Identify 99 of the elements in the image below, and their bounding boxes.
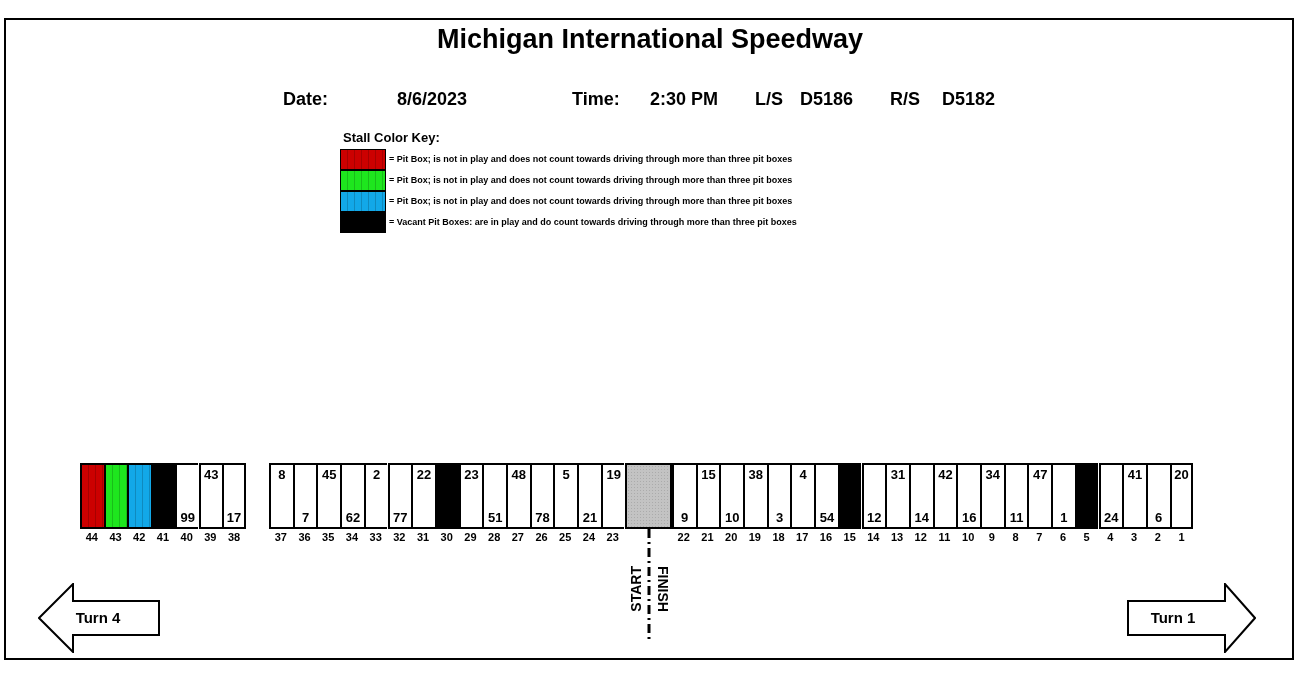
car-number: 45: [322, 468, 337, 481]
time-value: 2:30 PM: [650, 90, 719, 108]
car-number: 10: [724, 511, 740, 524]
start-label: START: [629, 566, 643, 612]
field-label: Time:: [572, 90, 620, 108]
stall-number: 42: [133, 532, 146, 543]
car-number: 34: [985, 468, 1001, 481]
car-number: 77: [393, 511, 408, 524]
car-number: 54: [819, 511, 835, 524]
stall-number: 29: [464, 532, 477, 543]
field-value: D5186: [800, 90, 854, 108]
car-number: 41: [1127, 468, 1143, 481]
stall-number: 34: [345, 532, 359, 543]
stall-number: 27: [511, 532, 524, 543]
stall-number: 43: [109, 532, 122, 543]
car-number: 24: [1104, 511, 1119, 524]
stall-number: 9: [988, 532, 995, 543]
stall-number: 32: [393, 532, 406, 543]
car-number: 14: [914, 511, 929, 524]
car-number: 21: [582, 511, 598, 524]
stall-number: 41: [156, 532, 170, 543]
turn-label: Turn 4: [75, 610, 121, 625]
legend-text: = Vacant Pit Boxes: are in play and do count towards driving through more than three pit boxes: [389, 218, 797, 227]
car-number: 17: [226, 511, 242, 524]
car-number: 12: [867, 511, 882, 524]
car-number: 42: [938, 468, 953, 481]
stall-number: 23: [606, 532, 619, 543]
stall-number: 35: [322, 532, 335, 543]
car-number: 48: [511, 468, 527, 481]
stall-number: 6: [1059, 532, 1066, 543]
legend-text: = Pit Box; is not in play and does not count towards driving through more than three pit boxes: [389, 197, 793, 206]
stall-number: 12: [914, 532, 927, 543]
stall-number: 14: [867, 532, 880, 543]
car-number: 31: [890, 468, 906, 481]
stall-number: 5: [1083, 532, 1090, 543]
stall-number: 25: [559, 532, 572, 543]
stall-number: 10: [962, 532, 975, 543]
car-number: 2: [373, 468, 381, 481]
stall-number: 13: [890, 532, 904, 543]
stall-number: 11: [938, 532, 951, 543]
turn-label: Turn 1: [1150, 610, 1196, 625]
stall-number: 8: [1012, 532, 1019, 543]
field-label: R/S: [890, 90, 920, 108]
stall-number: 18: [772, 532, 785, 543]
stall-number: 44: [85, 532, 98, 543]
car-number: 11: [1009, 511, 1024, 524]
car-number: 16: [961, 511, 977, 524]
stall-number: 17: [796, 532, 809, 543]
stall-number: 1: [1178, 532, 1185, 543]
car-number: 19: [606, 468, 621, 481]
stall-number: 33: [369, 532, 382, 543]
car-number: 43: [204, 468, 219, 481]
car-number: 1: [1060, 511, 1068, 524]
car-number: 23: [464, 468, 479, 481]
car-number: 9: [681, 511, 689, 524]
stall-number: 19: [748, 532, 761, 543]
legend-text: = Pit Box; is not in play and does not count towards driving through more than three pit boxes: [389, 155, 793, 164]
stall-number: 26: [535, 532, 548, 543]
stall-number: 7: [1036, 532, 1043, 543]
stall-number: 2: [1154, 532, 1161, 543]
legend-text: = Pit Box; is not in play and does not count towards driving through more than three pit boxes: [389, 176, 793, 185]
car-number: 7: [301, 511, 310, 524]
stall-number: 40: [180, 532, 193, 543]
field-label: Date:: [283, 90, 328, 108]
car-number: 47: [1033, 468, 1048, 481]
car-number: 22: [416, 468, 432, 481]
title: Michigan International Speedway: [436, 26, 864, 53]
stall-number: 4: [1107, 532, 1114, 543]
stall-number: 3: [1130, 532, 1138, 543]
stall-number: 37: [274, 532, 287, 543]
stall-number: 36: [298, 532, 311, 543]
stall-number: 38: [227, 532, 241, 543]
car-number: 4: [799, 468, 807, 481]
stall-number: 21: [701, 532, 714, 543]
car-number: 78: [535, 511, 550, 524]
field-label: L/S: [755, 90, 783, 108]
legend-heading: Stall Color Key:: [343, 131, 440, 144]
stall-number: 20: [725, 532, 738, 543]
stall-number: 30: [440, 532, 453, 543]
stall-number: 39: [204, 532, 217, 543]
car-number: 62: [345, 511, 361, 524]
finish-label: FINISH: [656, 566, 670, 612]
stall-number: 15: [843, 532, 856, 543]
car-number: 15: [701, 468, 716, 481]
field-value: D5182: [942, 90, 996, 108]
car-number: 6: [1155, 511, 1163, 524]
car-number: 3: [775, 511, 784, 524]
car-number: 8: [278, 468, 286, 481]
car-number: 38: [748, 468, 764, 481]
date-value: 8/6/2023: [397, 90, 468, 108]
car-number: 51: [487, 511, 503, 524]
stall-number: 24: [582, 532, 596, 543]
car-number: 99: [180, 511, 195, 524]
stall-number: 22: [677, 532, 690, 543]
stall-number: 16: [819, 532, 833, 543]
car-number: 20: [1174, 468, 1189, 481]
stall-number: 31: [416, 532, 430, 543]
car-number: 5: [562, 468, 570, 481]
stall-number: 28: [488, 532, 501, 543]
